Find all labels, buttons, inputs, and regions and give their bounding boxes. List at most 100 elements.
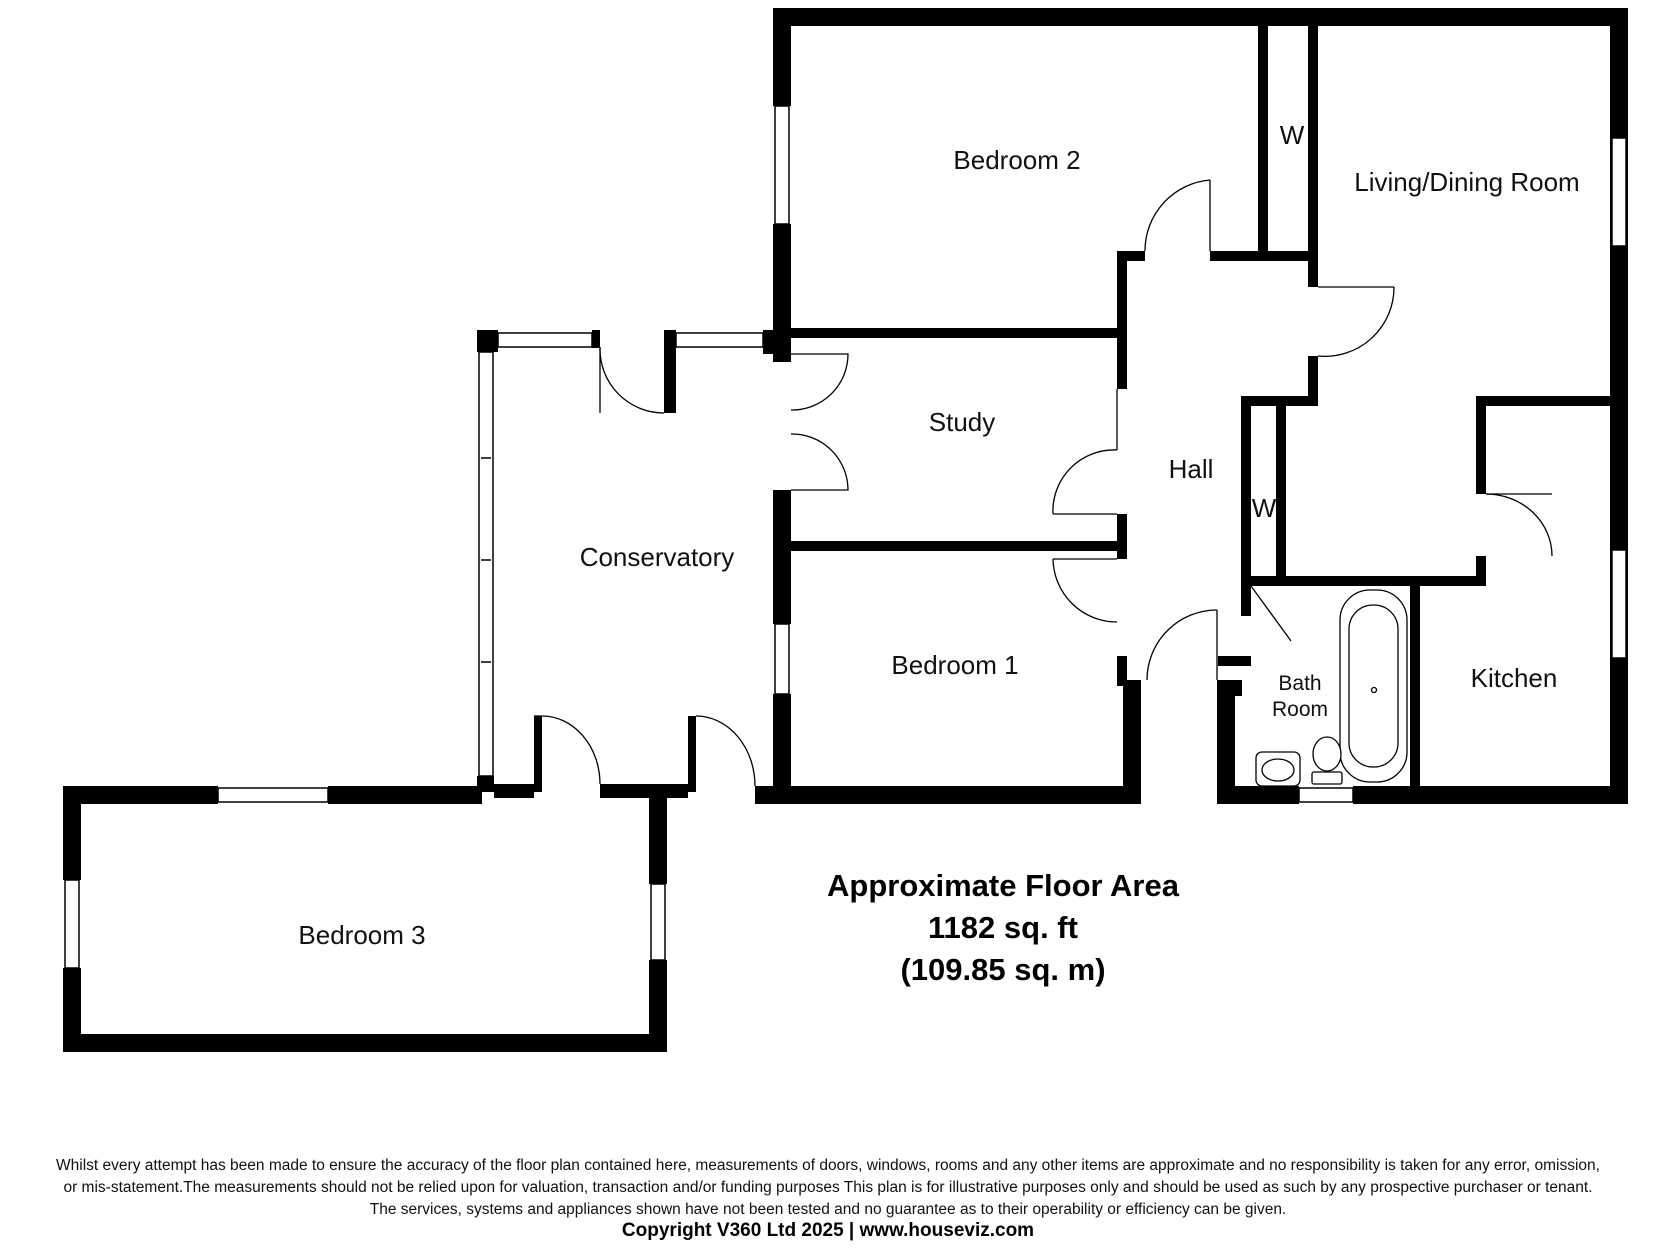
toilet-bowl — [1312, 736, 1342, 772]
window-mullions — [481, 457, 491, 663]
door-swing — [1144, 179, 1211, 252]
wall — [1276, 396, 1286, 576]
bathroom-fixtures — [1255, 589, 1408, 787]
bathtub-inner — [1348, 604, 1399, 768]
wall — [763, 330, 791, 354]
wall — [1308, 26, 1318, 287]
room-label-bedroom-3: Bedroom 3 — [298, 920, 425, 950]
bath-drain — [1370, 686, 1378, 694]
wardrobe-doors — [1244, 48, 1267, 570]
wall — [63, 786, 218, 804]
window — [217, 787, 329, 803]
wall — [664, 330, 676, 413]
wall — [773, 8, 1628, 26]
disclaimer-line: or mis-statement.The measurements should… — [63, 1179, 1593, 1196]
wall — [773, 490, 791, 624]
wall — [600, 784, 688, 798]
window — [478, 351, 494, 777]
wall — [1117, 551, 1127, 559]
window — [1611, 549, 1627, 659]
wall — [592, 330, 600, 348]
wall — [1258, 26, 1268, 251]
washbasin-bowl — [1261, 758, 1295, 782]
window — [774, 105, 790, 225]
window — [1611, 137, 1627, 247]
wall — [1241, 396, 1251, 586]
wall — [1117, 251, 1145, 261]
wall — [477, 330, 498, 352]
window — [64, 879, 80, 969]
wall — [1218, 656, 1251, 666]
door-swing — [1317, 286, 1395, 358]
door-leaf — [1250, 585, 1292, 642]
wall — [1476, 396, 1486, 494]
wall — [1217, 786, 1299, 804]
room-label-bath-line1: Bath — [1278, 672, 1321, 695]
doors — [534, 179, 1553, 787]
wall — [1308, 356, 1318, 404]
room-label-study: Study — [929, 407, 996, 437]
wall — [649, 960, 667, 1052]
room-label-conservatory: Conservatory — [580, 542, 735, 572]
door-swing — [790, 353, 849, 411]
wall — [791, 328, 1121, 338]
wardrobe-label: W — [1280, 120, 1305, 150]
walls — [63, 8, 1628, 1052]
wall — [63, 1034, 667, 1052]
room-label-bath-line2: Room — [1272, 698, 1328, 721]
door-swing — [1146, 609, 1218, 681]
wall — [534, 716, 542, 792]
wall — [63, 786, 81, 880]
room-label-hall: Hall — [1169, 454, 1214, 484]
window — [675, 332, 764, 348]
window — [650, 883, 666, 961]
room-label-living-dining: Living/Dining Room — [1354, 167, 1579, 197]
copyright: Copyright V360 Ltd 2025 | www.houseviz.c… — [621, 1220, 1035, 1241]
window — [774, 623, 790, 695]
floor-area-sqm: (109.85 sq. m) — [900, 952, 1105, 987]
room-label-bedroom-1: Bedroom 1 — [891, 650, 1018, 680]
wall — [755, 786, 1141, 804]
wall — [1217, 680, 1235, 804]
toilet-cistern — [1311, 771, 1343, 785]
floor-area-title: Approximate Floor Area — [827, 868, 1180, 903]
door-swing — [1485, 493, 1553, 557]
wall — [494, 784, 534, 798]
wall — [1610, 8, 1628, 804]
wall — [1241, 586, 1251, 616]
wall — [773, 8, 791, 106]
wall — [1117, 514, 1127, 551]
wall — [1476, 556, 1486, 586]
wall — [63, 968, 81, 1052]
wall — [1217, 680, 1242, 696]
wall — [773, 694, 791, 804]
room-label-kitchen: Kitchen — [1471, 663, 1558, 693]
room-label-bedroom-2: Bedroom 2 — [953, 145, 1080, 175]
door-swing — [1052, 558, 1118, 623]
wardrobe-label: W — [1252, 493, 1277, 523]
door-swing — [790, 433, 849, 491]
door-swing — [695, 715, 756, 787]
wall — [791, 541, 1121, 551]
floor-area-sqft: 1182 sq. ft — [928, 910, 1078, 945]
disclaimer: Whilst every attempt has been made to en… — [0, 1155, 1656, 1221]
door-swing — [541, 715, 601, 785]
window — [1298, 787, 1354, 803]
wall — [1210, 251, 1318, 261]
disclaimer-line: The services, systems and appliances sho… — [369, 1201, 1287, 1218]
door-swing — [599, 346, 665, 414]
disclaimer-line: Whilst every attempt has been made to en… — [56, 1157, 1600, 1174]
wall — [328, 786, 482, 804]
window — [497, 332, 593, 348]
wall — [688, 716, 696, 792]
wall — [1476, 396, 1610, 406]
windows — [64, 105, 1627, 969]
wall — [1410, 586, 1420, 786]
wall — [773, 224, 791, 362]
wall — [1353, 786, 1628, 804]
wall — [649, 804, 667, 884]
wall — [1241, 576, 1476, 586]
wall — [1117, 251, 1127, 389]
door-swing — [1052, 449, 1118, 515]
